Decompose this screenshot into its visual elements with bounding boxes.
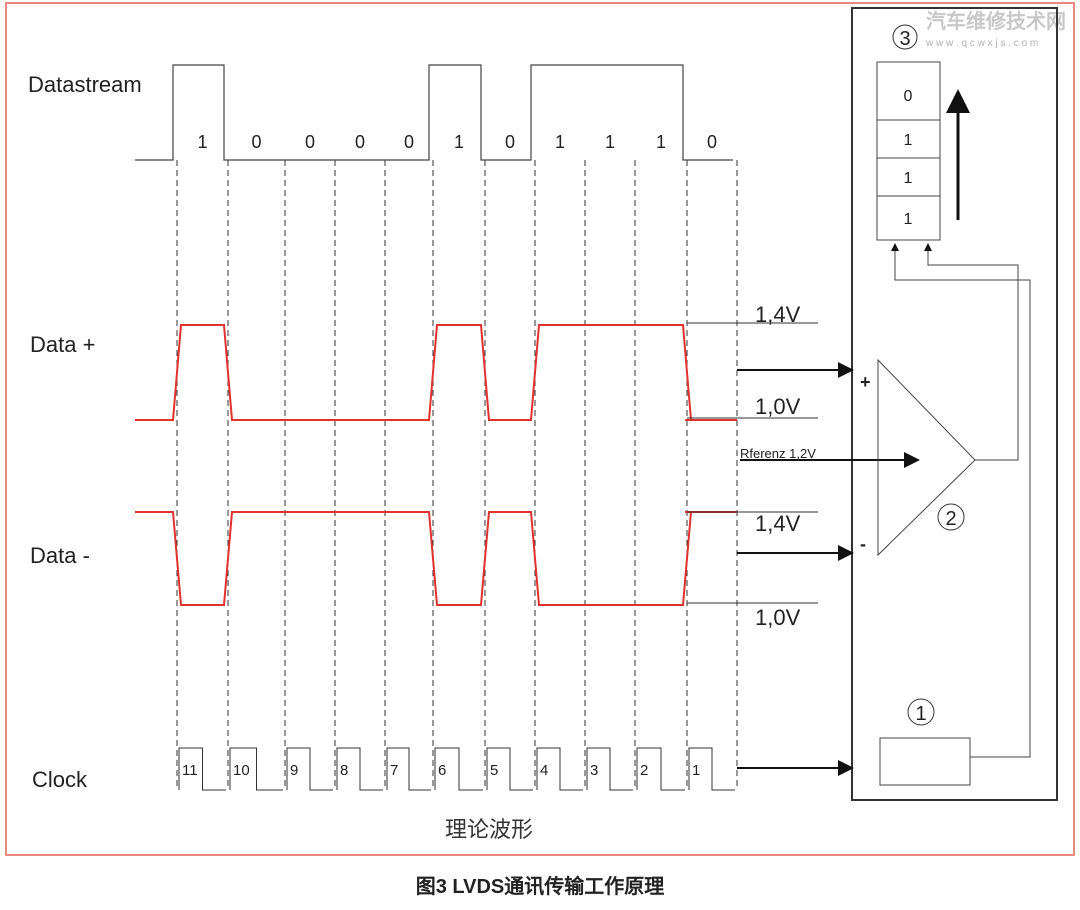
bit-value: 1 (197, 132, 207, 152)
v-label-plus-low: 1,0V (755, 394, 801, 419)
clock-pulse (586, 747, 633, 791)
clock-number: 11 (182, 762, 198, 779)
bit-value: 0 (404, 132, 414, 152)
register-cell: 1 (904, 170, 913, 187)
bit-value: 0 (305, 132, 315, 152)
bit-value: 1 (656, 132, 666, 152)
clock-pulse (336, 747, 383, 791)
clock-pulse (386, 747, 431, 791)
bit-value: 1 (454, 132, 464, 152)
clock-unit-box (879, 737, 971, 786)
watermark-cn: 汽车维修技术网 (926, 9, 1066, 33)
v-label-minus-high: 1,4V (755, 511, 801, 536)
callout-2-text: 2 (945, 508, 956, 530)
clock-number: 3 (590, 762, 598, 779)
waveform-subtitle: 理论波形 (445, 817, 534, 842)
callout-3-text: 3 (899, 28, 910, 50)
callout-1 (907, 698, 935, 726)
datastream-waveform (135, 64, 733, 161)
clock-pulse (486, 747, 533, 791)
comparator-output-line (924, 243, 1019, 461)
callout-2 (937, 503, 965, 531)
v-label-minus-low: 1,0V (755, 605, 801, 630)
figure-caption: 图3 LVDS通讯传输工作原理 (415, 876, 665, 898)
clock-number: 9 (290, 762, 298, 779)
clock-pulse (688, 747, 735, 791)
label-data-plus: Data + (30, 332, 95, 357)
clock-number: 8 (340, 762, 348, 779)
register-cell: 0 (904, 88, 913, 105)
plus-sign: + (860, 372, 871, 392)
receiver-box (851, 7, 1058, 801)
bit-value: 0 (707, 132, 717, 152)
label-clock: Clock (32, 767, 88, 792)
data-plus-waveform (135, 324, 737, 421)
callout-3 (892, 24, 918, 50)
label-data-minus: Data - (30, 543, 90, 568)
clock-number: 10 (233, 762, 250, 779)
clock-pulse (434, 747, 483, 791)
clock-pulse (286, 747, 333, 791)
outer-border (5, 2, 1075, 856)
register-cell: 1 (904, 132, 913, 149)
clock-pulse (536, 747, 583, 791)
v-label-plus-high: 1,4V (755, 302, 801, 327)
clock-number: 2 (640, 762, 648, 779)
clock-number: 1 (692, 762, 700, 779)
data-minus-waveform (135, 511, 737, 606)
bit-value: 0 (355, 132, 365, 152)
register-box (876, 61, 941, 241)
clock-number: 6 (438, 762, 446, 779)
clock-number: 5 (490, 762, 498, 779)
bit-value: 1 (555, 132, 565, 152)
clock-number: 7 (390, 762, 398, 779)
clock-pulse (229, 747, 283, 791)
bit-value: 0 (505, 132, 515, 152)
bit-value: 1 (605, 132, 615, 152)
minus-sign: - (860, 534, 866, 554)
clock-number: 4 (540, 762, 548, 779)
clock-pulse (636, 747, 685, 791)
register-cell: 1 (904, 211, 913, 228)
watermark-url: w w w . q c w x j s . c o m (925, 38, 1038, 49)
comparator-triangle (877, 358, 976, 557)
clock-pulse (178, 747, 226, 791)
callout-1-text: 1 (915, 703, 926, 725)
reference-label: Rferenz 1,2V (740, 446, 816, 461)
bit-value: 0 (251, 132, 261, 152)
label-datastream: Datastream (28, 72, 142, 97)
clock-unit-line (891, 243, 1031, 758)
